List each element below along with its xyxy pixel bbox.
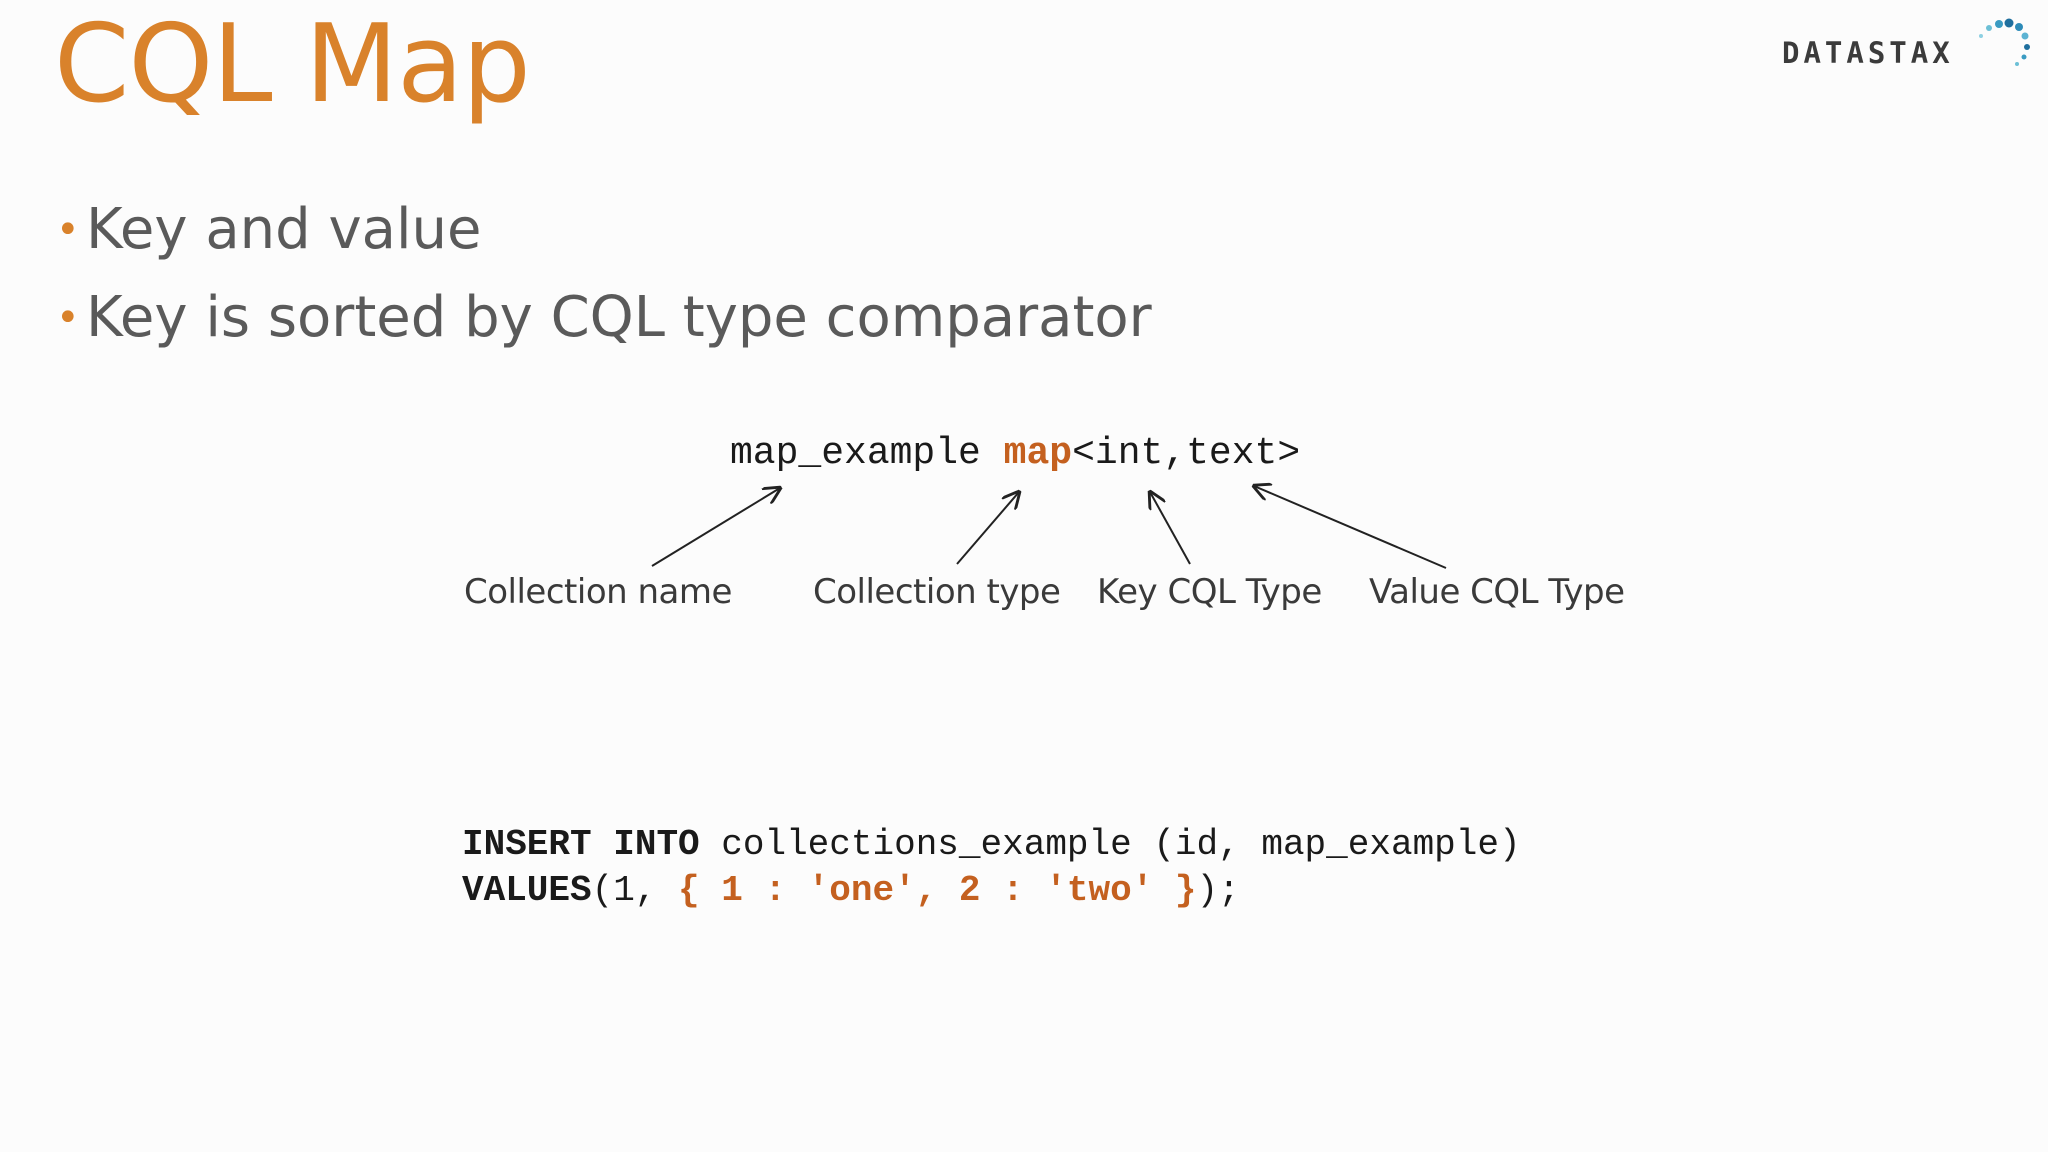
bullet-text: Key is sorted by CQL type comparator bbox=[86, 285, 1152, 350]
comma-token: , bbox=[1163, 432, 1187, 475]
arrow-icon bbox=[1150, 492, 1191, 565]
collection-name-label: Collection name bbox=[464, 572, 732, 612]
collection-type-label: Collection type bbox=[813, 572, 1061, 612]
arrow-icon bbox=[651, 488, 780, 567]
key-cql-type-label: Key CQL Type bbox=[1097, 572, 1322, 612]
close-angle-token: > bbox=[1277, 432, 1301, 475]
values-suffix: ); bbox=[1196, 870, 1240, 911]
datastax-logo: DATASTAX bbox=[1782, 18, 2032, 78]
value-type-token: text bbox=[1186, 432, 1278, 475]
arrow-icon bbox=[1254, 486, 1447, 569]
annotation-labels: Collection name Collection type Key CQL … bbox=[0, 572, 2048, 632]
logo-text: DATASTAX bbox=[1782, 36, 1954, 70]
value-cql-type-label: Value CQL Type bbox=[1369, 572, 1625, 612]
key-type-token: int bbox=[1094, 432, 1164, 475]
bullet-list: • Key and value • Key is sorted by CQL t… bbox=[52, 186, 1152, 362]
bullet-item: • Key is sorted by CQL type comparator bbox=[52, 274, 1152, 362]
bullet-dot: • bbox=[56, 295, 80, 341]
collection-type-token: map bbox=[1003, 432, 1073, 475]
map-declaration: map_example map<int,text> bbox=[730, 432, 1300, 475]
datastax-dots-icon bbox=[1979, 18, 2030, 66]
bullet-item: • Key and value bbox=[52, 186, 1152, 274]
map-literal: { 1 : 'one', 2 : 'two' } bbox=[678, 870, 1197, 911]
values-prefix: (1, bbox=[591, 870, 679, 911]
slide-title: CQL Map bbox=[54, 2, 531, 127]
bullet-dot: • bbox=[56, 207, 80, 253]
into-keyword: INTO bbox=[613, 824, 700, 865]
insert-keyword: INSERT bbox=[462, 824, 592, 865]
insert-statement: INSERT INTO collections_example (id, map… bbox=[462, 822, 1521, 914]
collection-name-token: map_example bbox=[730, 432, 981, 475]
table-and-columns: collections_example (id, map_example) bbox=[699, 824, 1521, 865]
values-keyword: VALUES bbox=[462, 870, 592, 911]
code-line-1: INSERT INTO collections_example (id, map… bbox=[462, 822, 1521, 868]
arrow-icon bbox=[956, 492, 1019, 565]
bullet-text: Key and value bbox=[86, 197, 482, 262]
open-angle-token: < bbox=[1072, 432, 1095, 475]
code-line-2: VALUES(1, { 1 : 'one', 2 : 'two' }); bbox=[462, 868, 1521, 914]
